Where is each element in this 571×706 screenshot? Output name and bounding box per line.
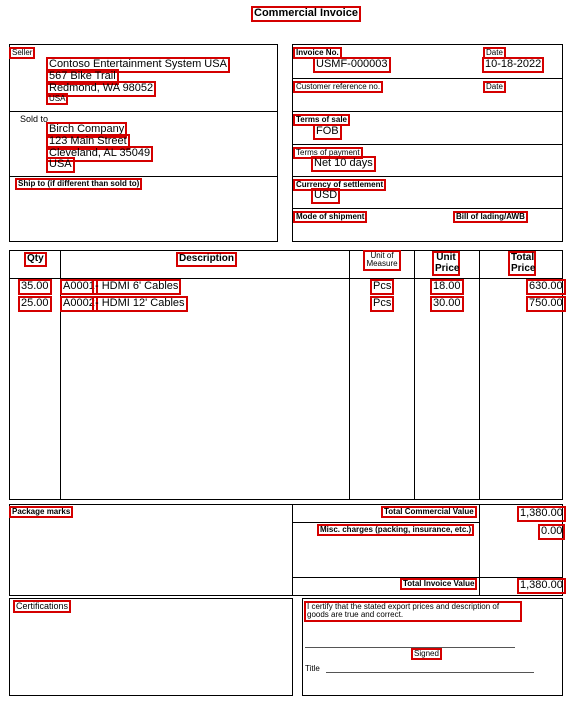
parties-box <box>9 44 278 242</box>
bill-of-lading-label: Bill of lading/AWB <box>453 211 528 224</box>
divider <box>292 208 563 209</box>
header-qty: Qty <box>24 252 47 267</box>
mode-of-shipment-label: Mode of shipment <box>293 211 368 224</box>
row-item-id: A0002 <box>60 296 98 312</box>
table-header-divider <box>9 278 563 279</box>
items-table <box>9 250 563 500</box>
seller-street: 567 Bike Trail <box>46 69 119 85</box>
column-divider <box>60 250 61 500</box>
divider <box>292 176 563 177</box>
divider <box>292 78 563 79</box>
row-description: - HDMI 12' Cables <box>92 296 188 312</box>
header-total-price: Total Price <box>508 251 536 276</box>
header-description: Description <box>176 252 238 267</box>
divider <box>9 176 278 177</box>
terms-of-payment-label: Terms of payment <box>293 147 363 160</box>
terms-of-sale: FOB <box>313 124 342 140</box>
invoice-details-box <box>292 44 563 242</box>
column-divider <box>349 250 350 500</box>
signature-line <box>305 647 515 648</box>
invoice-date: 10-18-2022 <box>482 57 545 73</box>
row-unit: Pcs <box>370 279 395 295</box>
column-divider <box>414 250 415 500</box>
sold-to-country: USA <box>46 157 75 173</box>
row-total: 750.00 <box>526 296 566 312</box>
row-qty: 35.00 <box>18 279 52 295</box>
totals-box <box>292 504 563 596</box>
seller-label: Seller <box>9 47 36 60</box>
package-marks-label: Package marks <box>9 506 74 519</box>
sold-to-city: Cleveland, AL 35049 <box>46 146 154 162</box>
seller-city: Redmond, WA 98052 <box>46 81 157 97</box>
column-divider <box>479 504 480 596</box>
certifications-box <box>9 598 293 696</box>
title-line <box>326 672 534 673</box>
row-unit-price: 30.00 <box>430 296 464 312</box>
seller-country: USA <box>46 93 69 106</box>
terms-of-payment: Net 10 days <box>311 156 376 172</box>
misc-charges: 0.00 <box>538 524 566 540</box>
misc-charges-label: Misc. charges (packing, insurance, etc.) <box>317 524 475 537</box>
customer-ref-label: Customer reference no. <box>293 81 384 94</box>
ship-to-label: Ship to (if different than sold to) <box>15 178 143 191</box>
row-qty: 25.00 <box>18 296 52 312</box>
header-unit-of-measure: Unit of Measure <box>363 250 401 271</box>
divider <box>292 577 563 578</box>
row-description: - HDMI 6' Cables <box>92 279 182 295</box>
row-unit-price: 18.00 <box>430 279 464 295</box>
total-commercial-value-label: Total Commercial Value <box>381 506 477 519</box>
row-total: 630.00 <box>526 279 566 295</box>
customer-ref-date-label: Date <box>483 81 506 94</box>
sold-to-label: Sold to <box>20 114 49 124</box>
invoice-title: Commercial Invoice <box>251 6 361 22</box>
divider <box>9 111 278 112</box>
column-divider <box>479 250 480 500</box>
invoice-number: USMF-000003 <box>313 57 391 73</box>
header-unit-price: Unit Price <box>432 251 460 276</box>
certifications-label: Certifications <box>13 600 72 614</box>
divider <box>292 144 563 145</box>
total-invoice-value-label: Total Invoice Value <box>400 578 478 591</box>
seller-name: Contoso Entertainment System USA <box>46 57 230 73</box>
divider <box>292 111 563 112</box>
signed-label: Signed <box>411 648 442 661</box>
divider <box>292 522 479 523</box>
sold-to-street: 123 Main Street <box>46 134 130 150</box>
row-item-id: A0001 <box>60 279 98 295</box>
row-unit: Pcs <box>370 296 395 312</box>
total-commercial-value: 1,380.00 <box>517 506 566 522</box>
currency: USD <box>311 188 341 204</box>
signature-box <box>302 598 563 696</box>
total-invoice-value: 1,380.00 <box>517 578 566 594</box>
title-label: Title <box>305 664 320 673</box>
sold-to-name: Birch Company <box>46 122 128 138</box>
certification-statement: I certify that the stated export prices … <box>304 601 522 622</box>
